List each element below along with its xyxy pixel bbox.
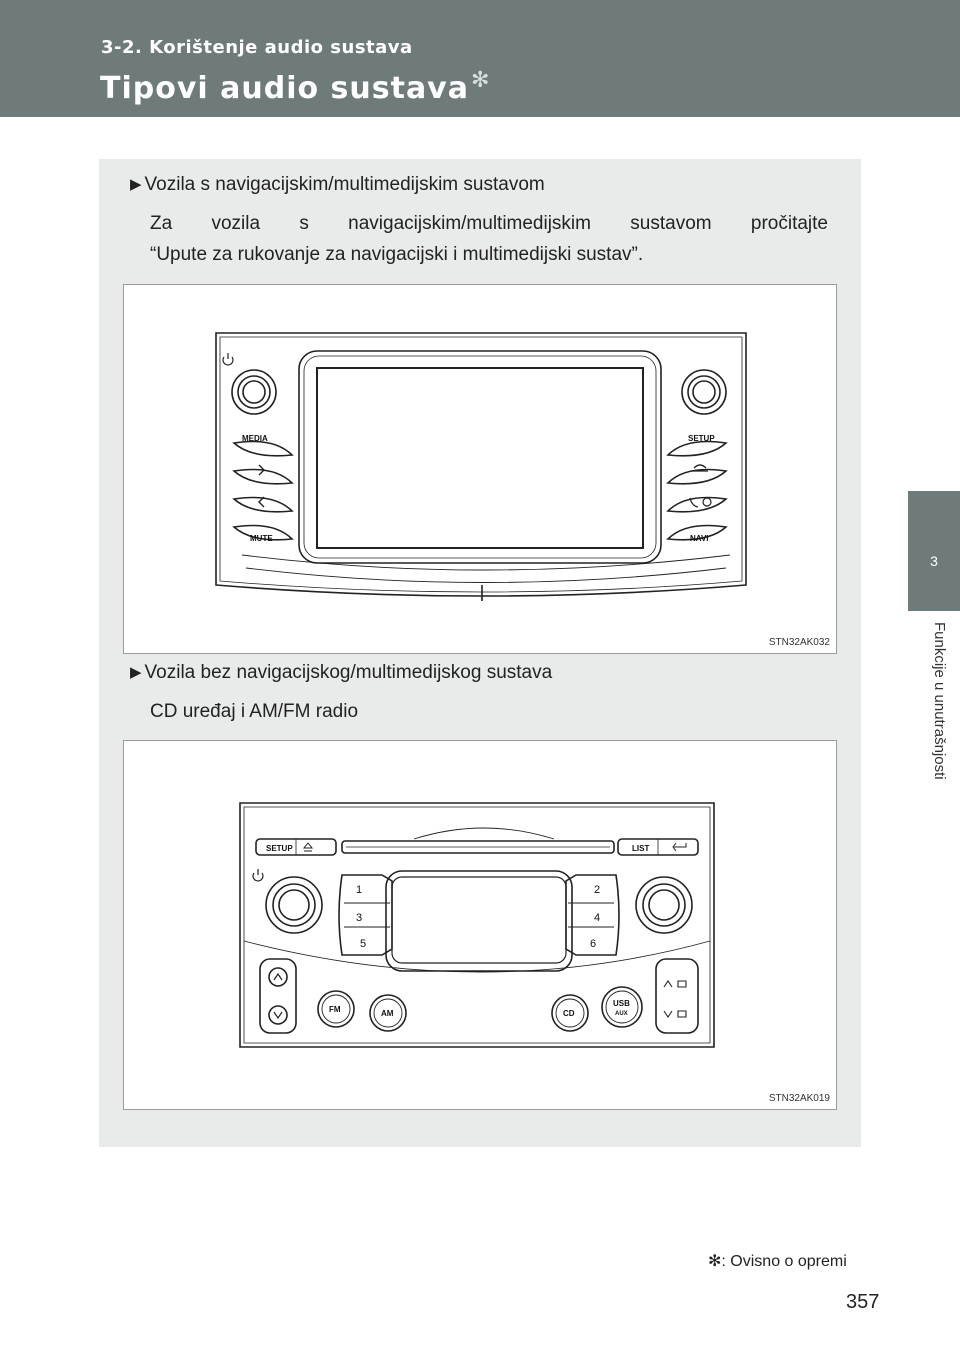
page-header: 3-2. Korištenje audio sustava Tipovi aud… (0, 0, 960, 117)
footnote-asterisk-mark: ✻ (708, 1253, 722, 1270)
chapter-number: 3 (930, 553, 938, 569)
figure-cd-radio-unit: SETUP LIST 1 3 5 2 4 6 FM AM CD USB AUX … (123, 740, 837, 1110)
paragraph-navigation-line2: “Upute za rukovanje za navigacijski i mu… (150, 244, 644, 265)
multimedia-unit-drawing: MEDIA MUTE SETUP NAVI (215, 332, 747, 601)
paragraph-navigation-line1: Za vozila s navigacijskim/multimedijskim… (150, 213, 828, 234)
footnote-text: : Ovisno o opremi (721, 1253, 847, 1270)
page-number: 357 (846, 1291, 880, 1313)
navi-label: NAVI (690, 534, 709, 543)
mute-label: MUTE (250, 534, 273, 543)
preset-4-label: 4 (594, 912, 600, 924)
preset-3-label: 3 (356, 912, 362, 924)
fm-button-label: FM (329, 1005, 341, 1014)
page-title: Tipovi audio sustava✻ (100, 68, 490, 106)
cd-radio-unit-drawing: SETUP LIST 1 3 5 2 4 6 FM AM CD USB AUX (239, 802, 715, 1048)
list-button-label: LIST (632, 844, 649, 853)
section-heading: 3-2. Korištenje audio sustava (101, 37, 413, 58)
preset-1-label: 1 (356, 884, 362, 896)
preset-2-label: 2 (594, 884, 600, 896)
preset-6-label: 6 (590, 938, 596, 950)
triangle-bullet-icon: ▶ (130, 176, 142, 193)
bullet-navigation-text: Vozila s navigacijskim/multimedijskim su… (144, 174, 545, 195)
figure-code: STN32AK019 (768, 1093, 830, 1104)
page-title-text: Tipovi audio sustava (100, 71, 469, 106)
media-label: MEDIA (242, 434, 268, 443)
title-asterisk-mark: ✻ (470, 68, 491, 93)
figure-code: STN32AK032 (768, 637, 830, 648)
chapter-tab: 3 (908, 491, 960, 611)
triangle-bullet-icon: ▶ (130, 664, 142, 681)
bullet-navigation: ▶Vozila s navigacijskim/multimedijskim s… (130, 174, 545, 196)
aux-button-label: AUX (615, 1011, 628, 1017)
setup-button-label: SETUP (266, 844, 293, 853)
paragraph-cd-radio: CD uređaj i AM/FM radio (150, 701, 359, 722)
usb-button-label: USB (613, 999, 630, 1008)
preset-5-label: 5 (360, 938, 366, 950)
am-button-label: AM (381, 1009, 394, 1018)
cd-button-label: CD (563, 1009, 575, 1018)
bullet-no-navigation: ▶Vozila bez navigacijskog/multimedijskog… (130, 662, 552, 684)
chapter-title: Funkcije u unutrašnjosti (931, 622, 948, 780)
bullet-no-navigation-text: Vozila bez navigacijskog/multimedijskog … (144, 662, 553, 683)
setup-label: SETUP (688, 434, 715, 443)
figure-multimedia-unit: MEDIA MUTE SETUP NAVI STN32AK032 (123, 284, 837, 654)
footnote: ✻: Ovisno o opremi (708, 1251, 847, 1271)
